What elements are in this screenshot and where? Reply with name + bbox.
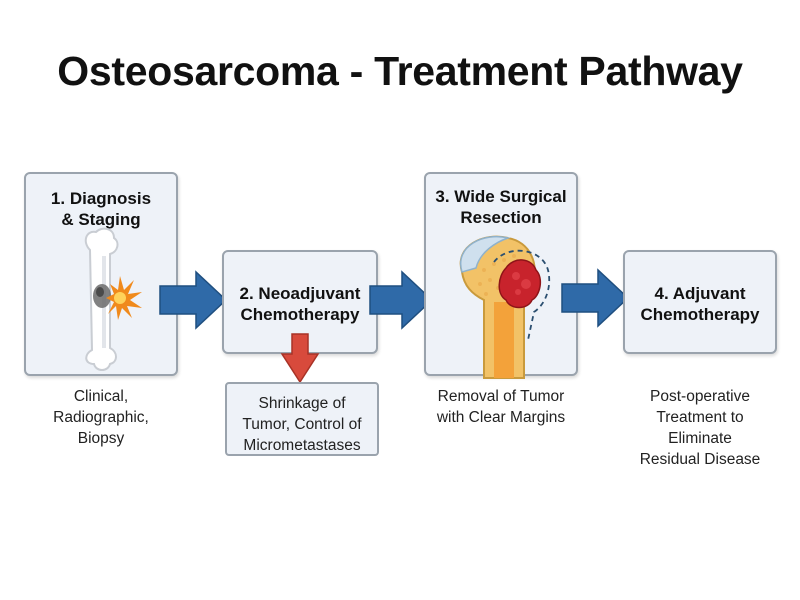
step-3-box: 3. Wide Surgical Resection xyxy=(424,172,578,379)
step-4-label: 4. Adjuvant Chemotherapy xyxy=(640,284,760,324)
step-1-caption: Clinical, Radiographic, Biopsy xyxy=(53,388,149,447)
step-1-label: 1. Diagnosis & Staging xyxy=(50,189,152,229)
step-3-caption: Removal of Tumor with Clear Margins xyxy=(436,388,566,426)
step-4-caption: Post-operative Treatment to Eliminate Re… xyxy=(639,388,761,468)
arrow-1-to-2 xyxy=(159,270,228,330)
bone-icon xyxy=(84,227,119,371)
arrow-3-to-4 xyxy=(561,268,630,328)
femur-cross-section-icon xyxy=(459,235,551,379)
step-2-label: 2. Neoadjuvant Chemotherapy xyxy=(239,284,361,324)
burst-icon xyxy=(106,276,142,320)
step-2-outcome: Shrinkage of Tumor, Control of Micrometa… xyxy=(225,382,379,456)
arrow-down-red xyxy=(280,333,320,384)
arrow-2-to-3 xyxy=(369,270,434,330)
step-4-box: 4. Adjuvant Chemotherapy xyxy=(623,250,777,354)
step-3-label: 3. Wide Surgical Resection xyxy=(435,187,567,227)
page-title: Osteosarcoma - Treatment Pathway xyxy=(57,48,743,94)
step-1-box: 1. Diagnosis & Staging xyxy=(24,172,178,376)
